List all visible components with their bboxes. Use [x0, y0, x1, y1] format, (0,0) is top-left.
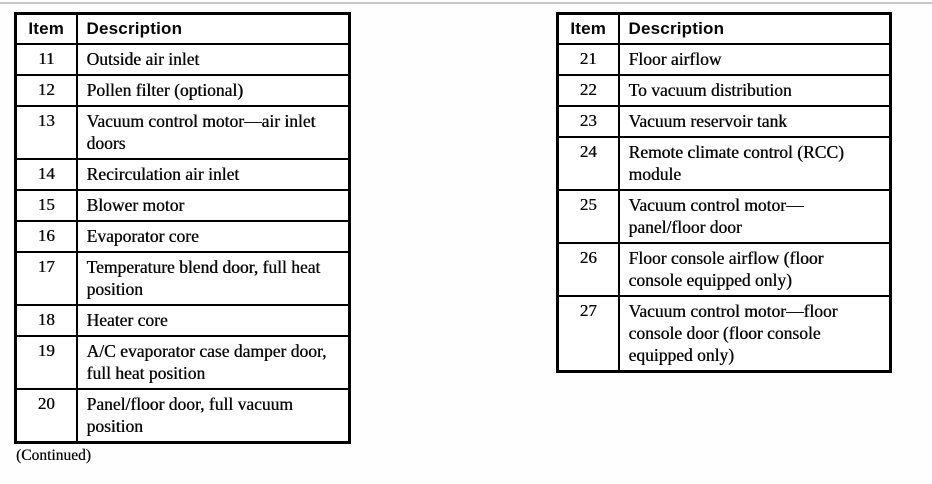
description-column-header: Description: [75, 12, 351, 45]
description-cell: Vacuum control motor—air inlet doors: [75, 104, 351, 160]
item-number-cell: 24: [556, 135, 620, 191]
top-divider-line: [0, 2, 932, 4]
description-cell: Panel/floor door, full vacuum position: [75, 388, 351, 444]
item-number-cell: 15: [14, 188, 78, 222]
item-number-cell: 18: [14, 303, 78, 337]
description-column-header: Description: [617, 12, 892, 45]
item-column-header: Item: [556, 12, 620, 45]
item-number-cell: 20: [14, 388, 78, 444]
item-number-cell: 13: [14, 104, 78, 160]
description-cell: Floor airflow: [617, 42, 892, 76]
description-cell: Vacuum reservoir tank: [617, 104, 892, 138]
item-number-cell: 12: [14, 73, 78, 107]
item-number-cell: 23: [556, 104, 620, 138]
item-number-cell: 14: [14, 157, 78, 191]
description-cell: Outside air inlet: [75, 42, 351, 76]
description-cell: Vacuum control motor—floor console door …: [617, 294, 892, 373]
description-cell: A/C evaporator case damper door, full he…: [75, 334, 351, 391]
description-cell: Evaporator core: [75, 219, 351, 253]
item-number-cell: 26: [556, 241, 620, 297]
description-cell: Vacuum control motor—panel/floor door: [617, 188, 892, 244]
item-number-cell: 22: [556, 73, 620, 107]
description-cell: Recirculation air inlet: [75, 157, 351, 191]
description-cell: Remote climate control (RCC) module: [617, 135, 892, 191]
item-number-cell: 25: [556, 188, 620, 244]
description-cell: Pollen filter (optional): [75, 73, 351, 107]
item-number-cell: 16: [14, 219, 78, 253]
description-cell: Temperature blend door, full heat positi…: [75, 250, 351, 306]
item-number-cell: 19: [14, 334, 78, 391]
item-column-header: Item: [14, 12, 78, 45]
description-cell: Floor console airflow (floor console equ…: [617, 241, 892, 297]
item-number-cell: 17: [14, 250, 78, 306]
description-cell: Heater core: [75, 303, 351, 337]
description-cell: To vacuum distribution: [617, 73, 892, 107]
item-number-cell: 11: [14, 42, 78, 76]
continued-note: (Continued): [16, 447, 91, 465]
item-number-cell: 27: [556, 294, 620, 373]
description-cell: Blower motor: [75, 188, 351, 222]
item-number-cell: 21: [556, 42, 620, 76]
